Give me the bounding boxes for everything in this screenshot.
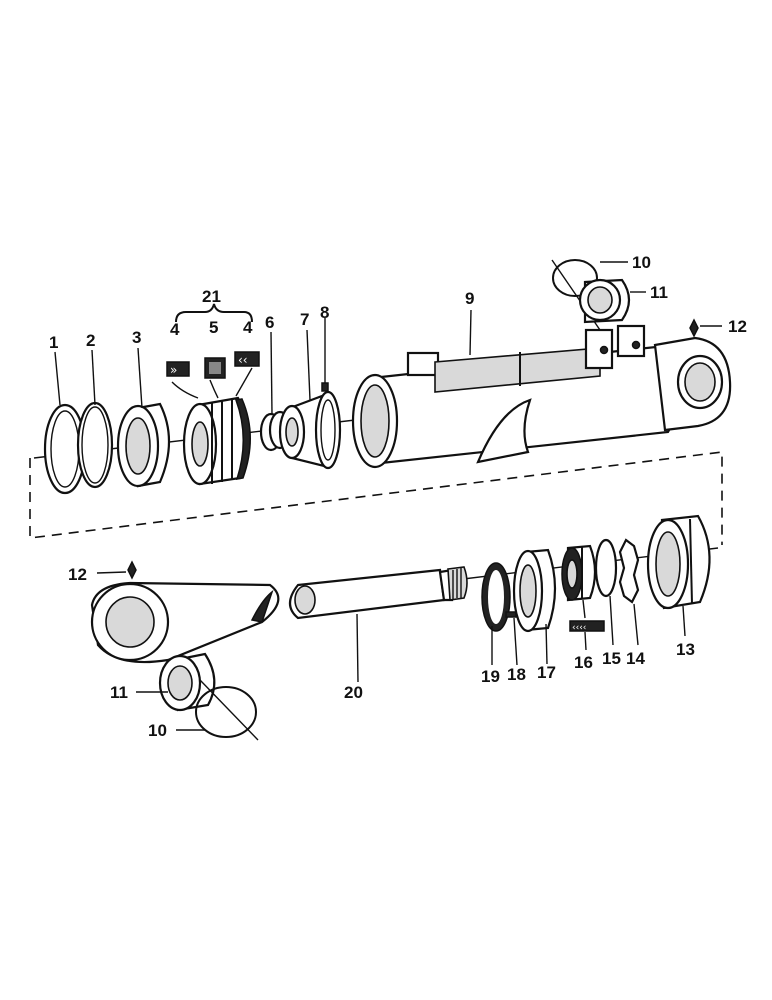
seal-brace-right bbox=[235, 367, 253, 397]
part-12-grease-fitting-lower bbox=[127, 560, 137, 580]
part-4-seal-right: ‹‹ bbox=[234, 351, 260, 367]
part-18-key bbox=[505, 611, 517, 618]
callout-2: 2 bbox=[86, 331, 95, 350]
callout-20: 20 bbox=[344, 683, 363, 702]
part-11-bushing-upper bbox=[578, 278, 631, 324]
callout-6: 6 bbox=[265, 313, 274, 332]
callout-8: 8 bbox=[320, 303, 329, 322]
part-10-snap-ring-lower bbox=[195, 679, 259, 741]
leader-12-lower bbox=[96, 571, 127, 574]
seal-brace-left bbox=[171, 381, 199, 399]
callout-21: 21 bbox=[202, 287, 221, 306]
lower-leader-lines bbox=[491, 595, 686, 666]
svg-text:‹‹: ‹‹ bbox=[238, 353, 248, 367]
callout-12-upper: 12 bbox=[728, 317, 747, 336]
callout-3: 3 bbox=[132, 328, 141, 347]
callout-14: 14 bbox=[626, 649, 645, 668]
svg-text:‹‹‹‹: ‹‹‹‹ bbox=[572, 623, 586, 633]
callout-5: 5 bbox=[209, 318, 218, 337]
svg-text:»: » bbox=[170, 363, 177, 377]
part-21-piston-assembly bbox=[182, 396, 251, 486]
part-14-lock-washer bbox=[618, 538, 640, 604]
part-11-bushing-lower bbox=[158, 652, 216, 712]
callout-4-left: 4 bbox=[170, 320, 180, 339]
part-rod-eye bbox=[90, 581, 280, 664]
callout-10-upper: 10 bbox=[632, 253, 651, 272]
callout-11-upper: 11 bbox=[650, 283, 668, 302]
part-12-grease-fitting-upper bbox=[689, 318, 699, 338]
callout-10-lower: 10 bbox=[148, 721, 167, 740]
part-2-backup-ring bbox=[76, 401, 114, 489]
callout-12-lower: 12 bbox=[68, 565, 87, 584]
callout-7: 7 bbox=[300, 310, 309, 329]
bracket-21 bbox=[175, 303, 253, 323]
seal-brace-mid bbox=[209, 379, 219, 399]
part-19-wiper-seal bbox=[481, 562, 511, 632]
part-5-wear-ring bbox=[204, 357, 226, 379]
callout-16: 16 bbox=[574, 653, 593, 672]
part-16-seal-kit: ‹‹‹‹ bbox=[569, 620, 605, 633]
dashed-assembly-path bbox=[29, 451, 723, 545]
part-20-piston-rod bbox=[288, 566, 468, 620]
callout-1: 1 bbox=[49, 333, 58, 352]
part-4-seal-left: » bbox=[166, 361, 190, 377]
callout-9: 9 bbox=[465, 289, 474, 308]
callout-11-lower: 11 bbox=[110, 683, 128, 702]
upper-leader-lines bbox=[54, 261, 722, 415]
callout-15: 15 bbox=[602, 649, 621, 668]
part-15-o-ring bbox=[594, 538, 618, 598]
leader-20 bbox=[356, 613, 359, 683]
callout-13: 13 bbox=[676, 640, 695, 659]
part-7-cylinder-head bbox=[278, 390, 342, 470]
callout-18: 18 bbox=[507, 665, 526, 684]
part-9-cylinder-barrel bbox=[351, 324, 732, 469]
part-3-gland-bushing bbox=[116, 402, 171, 488]
callout-19: 19 bbox=[481, 667, 500, 686]
callout-17: 17 bbox=[537, 663, 556, 682]
part-16-piston bbox=[561, 544, 597, 602]
part-13-end-cap bbox=[646, 514, 711, 610]
part-17-gland bbox=[512, 548, 557, 633]
part-8-set-screw bbox=[321, 382, 329, 392]
callout-4-right: 4 bbox=[243, 318, 253, 337]
